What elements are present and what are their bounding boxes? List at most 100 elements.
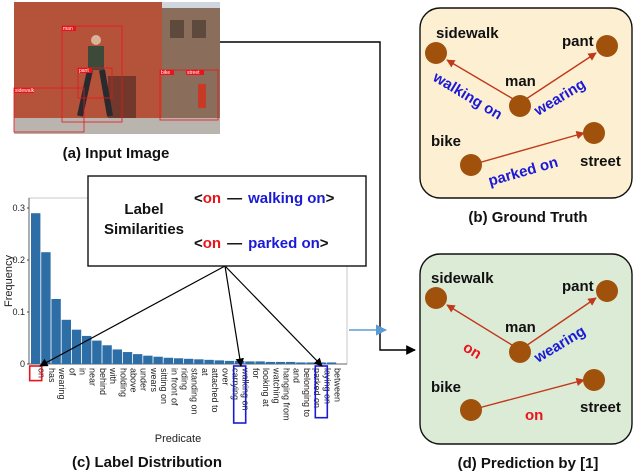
x-axis-label: Predicate [155, 433, 201, 445]
x-tick-label: holding [118, 368, 128, 397]
bar-hanging-from [275, 361, 286, 364]
similarity-pair-1: <on—walking on> [194, 190, 335, 207]
node-label-man: man [505, 319, 536, 336]
node-street [583, 369, 605, 391]
x-tick-label: standing on [190, 368, 200, 415]
bar-at [194, 359, 204, 364]
prediction-panel: sidewalk pant man bike street on wearing… [419, 253, 633, 445]
ground-truth-panel: sidewalk pant man bike street walking on… [419, 7, 633, 199]
detection-label-bike: bike [161, 70, 170, 76]
x-tick-label: for [251, 368, 261, 379]
bar-attached-to [204, 359, 214, 364]
connector-arrow [220, 41, 416, 355]
bar-has [41, 252, 51, 364]
caption-label-distribution: (c) Label Distribution [72, 454, 222, 471]
bar-in-front-of [163, 357, 173, 364]
node-sidewalk [425, 287, 447, 309]
node-label-man: man [505, 73, 536, 90]
y-tick-label: 0.2 [12, 255, 25, 265]
bar-of [61, 319, 71, 364]
y-tick-label: 0 [20, 359, 25, 369]
detection-label-sidewalk: sidewalk [15, 88, 35, 94]
x-tick-label: looking at [261, 368, 271, 407]
x-tick-label: watching [271, 367, 281, 404]
bar-holding [112, 349, 122, 364]
bar-behind [92, 340, 102, 364]
y-tick-label: 0.1 [12, 307, 25, 317]
x-tick-label: in front of [169, 368, 179, 406]
node-label-bike: bike [431, 133, 461, 150]
x-tick-label: under [139, 368, 149, 391]
bar-looking-at [255, 361, 265, 364]
x-tick-label: wears [149, 367, 159, 393]
x-tick-label: and [292, 368, 302, 383]
bar-near [82, 335, 92, 364]
detection-label-man: man [63, 26, 73, 32]
node-sidewalk [425, 42, 447, 64]
pointer-line [224, 265, 244, 367]
node-label-pant: pant [562, 278, 594, 295]
x-tick-label: has [47, 368, 57, 383]
bar-between [326, 362, 337, 364]
x-tick-label: at [200, 368, 210, 376]
x-tick-label: belonging to [302, 368, 312, 417]
node-bike [460, 399, 482, 421]
x-tick-label: between [333, 368, 343, 402]
x-tick-label: over [220, 368, 230, 386]
hydrant [198, 84, 206, 108]
pointer-line [39, 265, 226, 367]
x-tick-label: wearing [57, 367, 67, 400]
x-tick-label: parked on [312, 368, 322, 408]
x-tick-label: with [108, 367, 118, 384]
highlight-box [28, 365, 43, 382]
node-label-sidewalk: sidewalk [431, 270, 494, 287]
bar-above [122, 352, 133, 364]
node-pant [596, 280, 618, 302]
similarity-title-line2: Similarities [104, 221, 184, 238]
caption-prediction: (d) Prediction by [1] [458, 455, 599, 472]
x-tick-label: of [67, 368, 77, 376]
label-similarity-box: Label Similarities <on—walking on> <on—p… [87, 175, 367, 267]
detection-box [61, 25, 123, 123]
node-bike [460, 154, 482, 176]
y-axis-label: Frequency [3, 255, 15, 307]
bar-and [286, 361, 296, 364]
bar-wears [143, 355, 153, 364]
relation-on: on [525, 407, 543, 424]
bar-wearing [51, 299, 61, 364]
bar-watching [265, 361, 275, 364]
bar-carrying [224, 360, 235, 364]
bar-standing-on [184, 358, 194, 364]
node-label-street: street [580, 399, 621, 416]
bar-under [133, 354, 143, 364]
node-label-bike: bike [431, 379, 461, 396]
bar-on [31, 213, 41, 364]
bar-with [102, 345, 112, 364]
x-tick-label: above [129, 368, 139, 393]
person-torso [88, 46, 104, 70]
detection-label-pant: pant [79, 68, 89, 74]
node-man [509, 341, 531, 363]
y-tick-label: 0.3 [12, 203, 25, 213]
similarity-pair-2: <on—parked on> [194, 235, 329, 252]
bar-parked-on [306, 362, 316, 364]
node-label-sidewalk: sidewalk [436, 25, 499, 42]
person-legs [77, 69, 113, 117]
x-tick-label: near [88, 368, 98, 386]
bar-over [214, 360, 224, 364]
caption-input-image: (a) Input Image [63, 145, 170, 162]
x-tick-label: hanging from [282, 368, 292, 421]
x-tick-label: carrying [231, 368, 241, 400]
x-tick-label: behind [98, 368, 108, 395]
x-tick-label: attached to [210, 368, 220, 413]
x-tick-label: sitting on [159, 368, 169, 404]
bar-sitting-on [153, 356, 163, 364]
node-man [509, 95, 531, 117]
input-image: man sidewalk pant bike street [13, 2, 220, 134]
similarity-title-line1: Label [124, 201, 163, 218]
x-tick-label: riding [180, 368, 190, 390]
x-tick-label: in [78, 368, 88, 375]
node-label-street: street [580, 153, 621, 170]
bar-belonging-to [296, 362, 306, 364]
